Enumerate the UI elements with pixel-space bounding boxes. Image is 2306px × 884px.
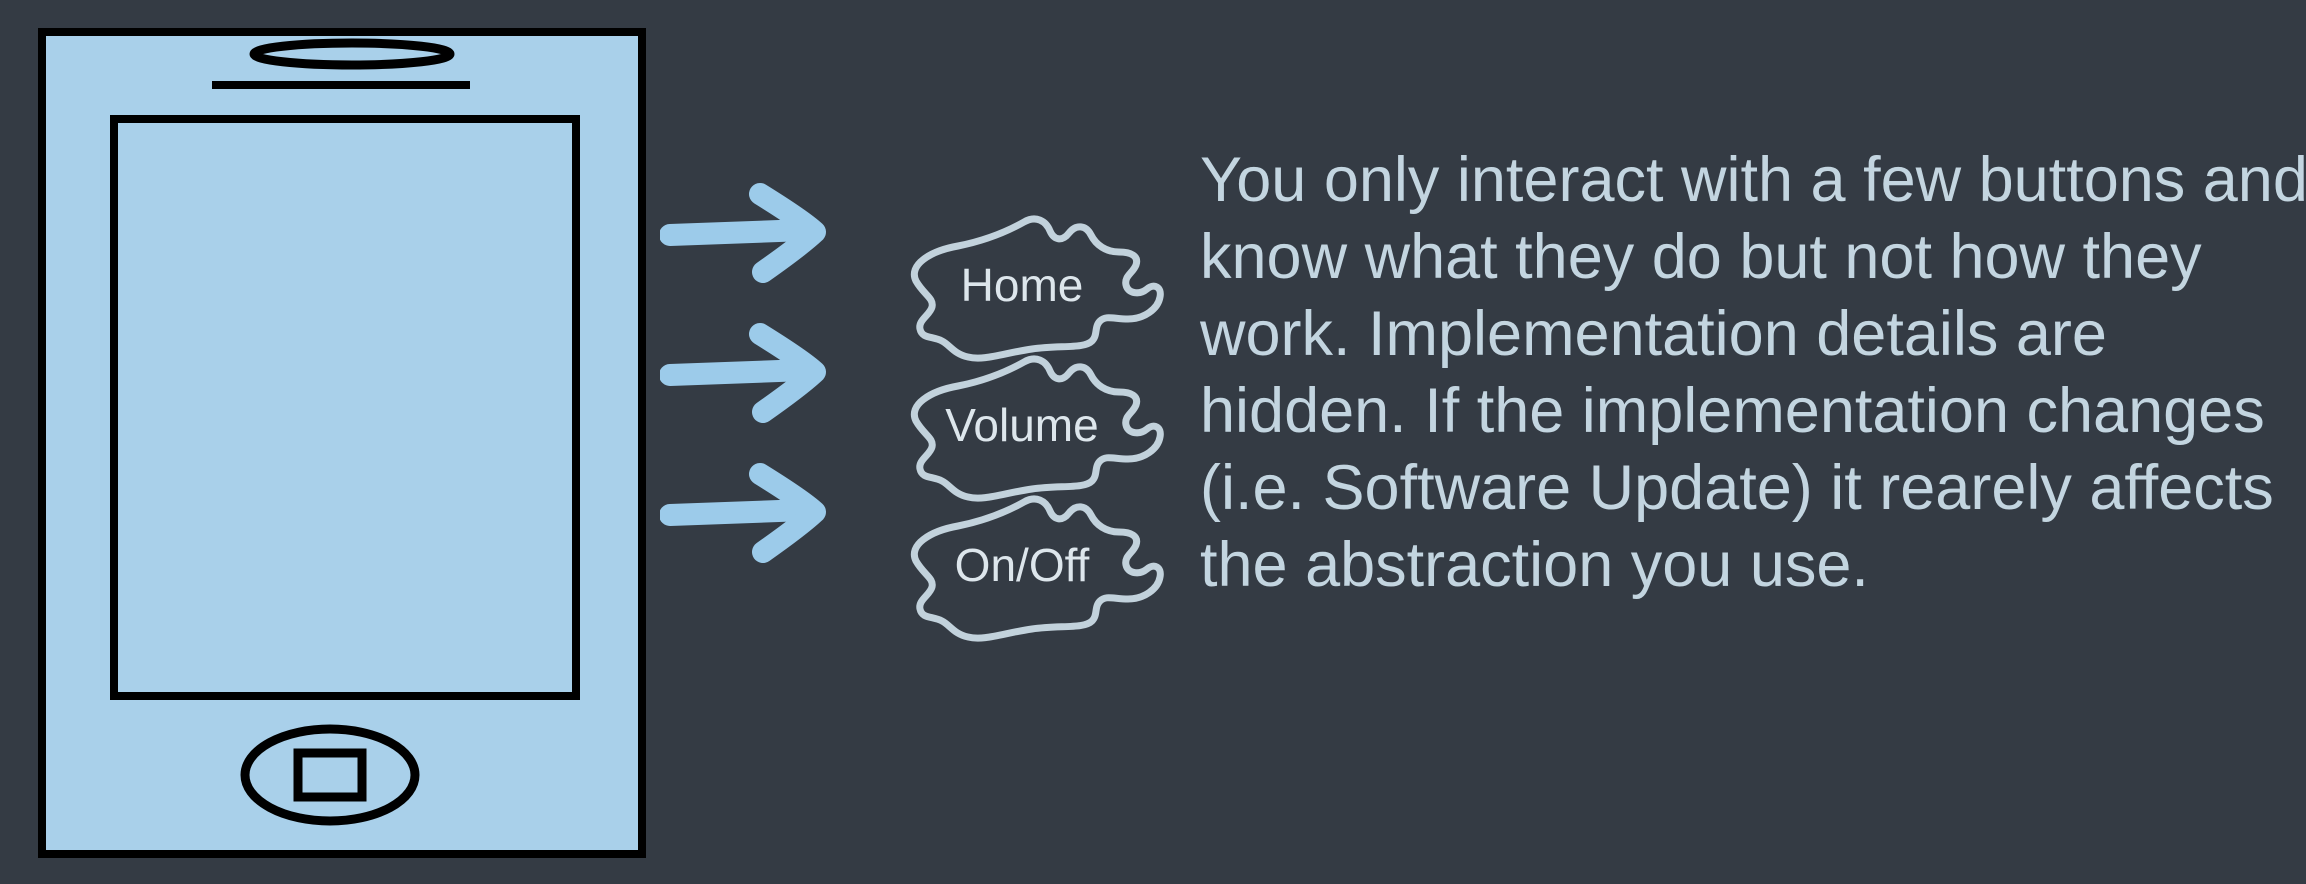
- arrow-to-volume-icon: [660, 323, 826, 423]
- blob-home[interactable]: Home: [914, 219, 1160, 358]
- blob-onoff-label: On/Off: [955, 539, 1090, 591]
- arrow-to-home-icon: [660, 183, 826, 283]
- explanation-paragraph: You only interact with a few buttons and…: [1200, 145, 2306, 600]
- home-button-square: [293, 748, 367, 802]
- home-button-ellipse[interactable]: [240, 724, 420, 826]
- phone-screen: [110, 115, 580, 700]
- blob-onoff[interactable]: On/Off: [914, 499, 1160, 638]
- blob-group: Home Volume On/Off: [900, 215, 1230, 655]
- arrow-to-onoff-icon: [660, 463, 826, 563]
- smartphone-illustration: [38, 28, 646, 858]
- arrow-group: [660, 183, 826, 563]
- phone-speaker-ellipse: [249, 38, 455, 70]
- blob-home-label: Home: [961, 259, 1084, 311]
- blob-volume[interactable]: Volume: [914, 359, 1160, 498]
- blob-volume-label: Volume: [945, 399, 1098, 451]
